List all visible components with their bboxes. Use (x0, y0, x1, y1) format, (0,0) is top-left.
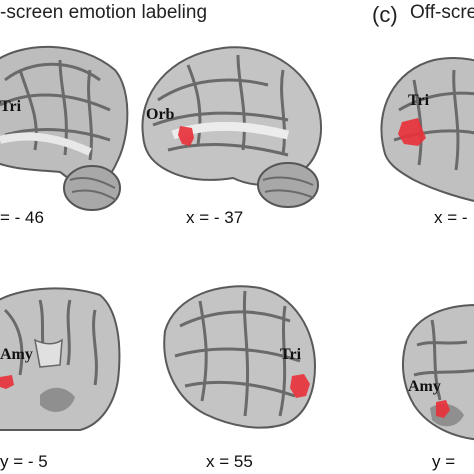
brain-slice-top-left (0, 45, 129, 211)
coord-label-bottom-middle: x = 55 (206, 452, 253, 471)
coord-label-top-middle: x = - 37 (186, 208, 244, 227)
brain-slice-bottom-left (0, 287, 121, 431)
coord-label-bottom-left: y = - 5 (0, 452, 48, 471)
region-label-amy-bottom-right: Amy (408, 378, 441, 395)
panel-b-heading: -screen emotion labeling (0, 2, 208, 23)
region-label-tri-top-left: Tri (0, 98, 22, 115)
panel-c-label: (c) (372, 2, 398, 27)
panel-c-heading: Off-scre (410, 2, 474, 23)
brain-slice-bottom-middle (163, 285, 317, 429)
coord-label-top-left: = - 46 (0, 208, 44, 227)
brain-slice-bottom-right (402, 304, 474, 441)
brain-slice-top-middle (141, 46, 322, 208)
coord-label-bottom-right: y = (432, 452, 456, 471)
region-label-tri-bottom-middle: Tri (280, 346, 302, 363)
region-label-amy-bottom-left: Amy (0, 346, 33, 363)
region-label-orb: Orb (146, 106, 175, 123)
coord-label-top-right: x = - (434, 208, 468, 227)
brain-slice-top-right (380, 57, 474, 202)
region-label-tri-top-right: Tri (408, 92, 430, 109)
